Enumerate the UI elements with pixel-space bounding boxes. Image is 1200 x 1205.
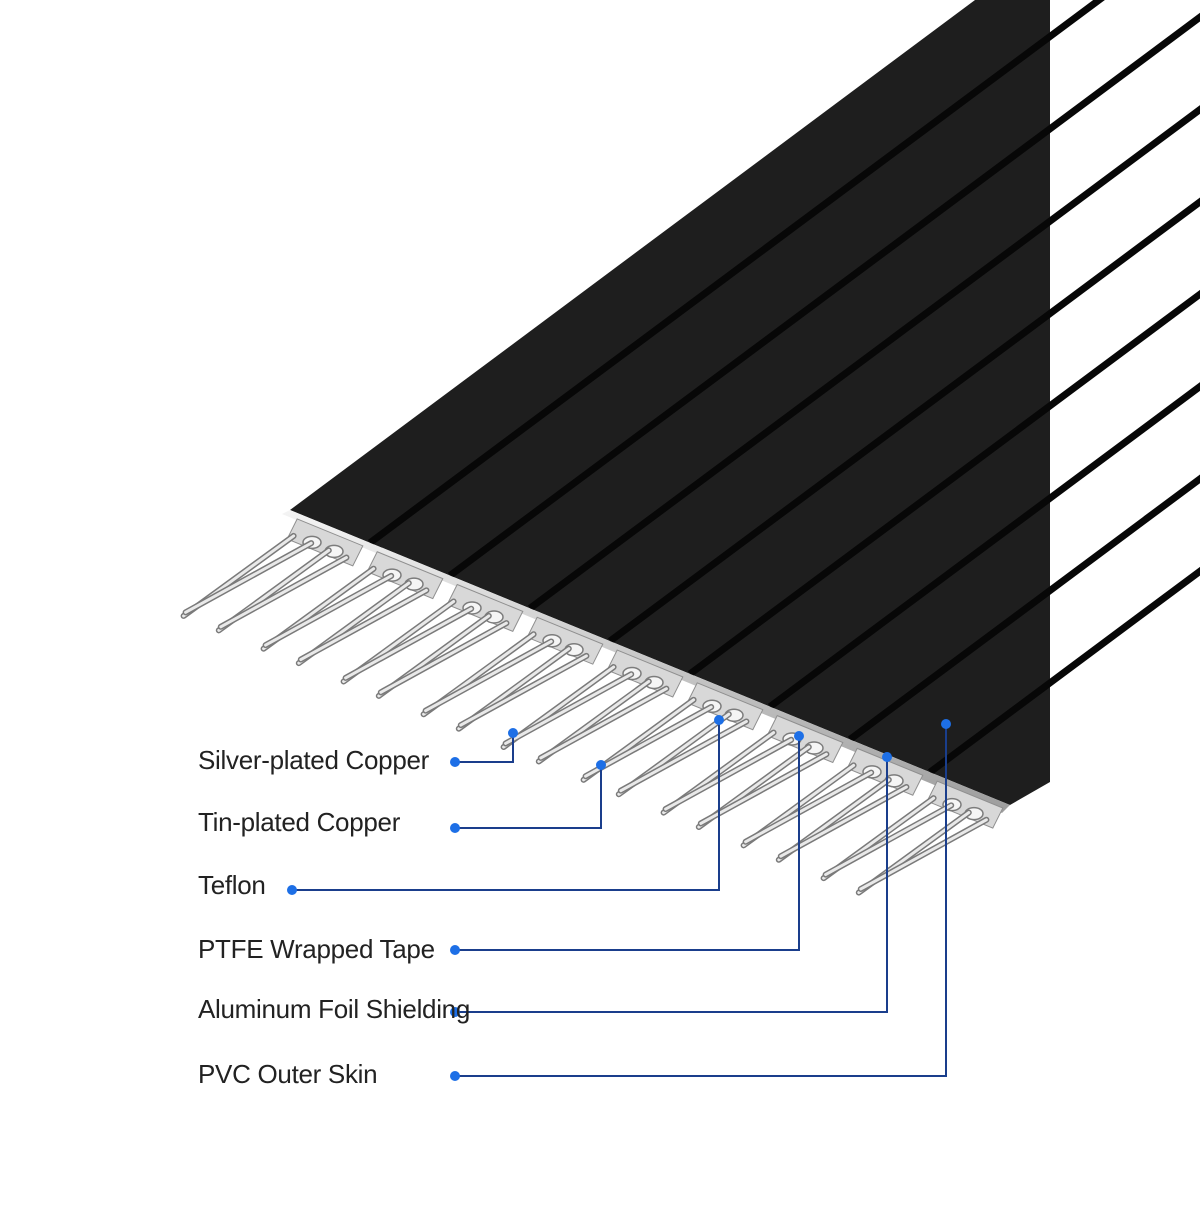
foil-segment bbox=[766, 714, 844, 764]
jacket-stripe bbox=[767, 382, 1200, 710]
leader-line bbox=[292, 720, 720, 891]
wire bbox=[459, 654, 588, 727]
wire bbox=[619, 719, 748, 793]
jacket-stripe bbox=[447, 12, 1200, 579]
leader-line bbox=[455, 724, 947, 1077]
leader-dot bbox=[882, 752, 892, 762]
wire bbox=[424, 639, 553, 713]
wire bbox=[504, 672, 633, 745]
label-silver-plated-copper: Silver-plated Copper bbox=[198, 745, 430, 775]
wire bbox=[264, 574, 393, 647]
jacket-stripe bbox=[687, 289, 1200, 677]
leader-dot bbox=[941, 719, 951, 729]
wire bbox=[299, 588, 428, 662]
wire bbox=[779, 785, 908, 858]
foil-segment bbox=[366, 551, 444, 600]
wire bbox=[584, 705, 713, 778]
label-aluminum-foil-shielding: Aluminum Foil Shielding bbox=[198, 994, 471, 1024]
leader-line bbox=[455, 736, 800, 951]
wire bbox=[344, 607, 473, 680]
label-tin-plated-copper: Tin-plated Copper bbox=[198, 807, 401, 837]
wire bbox=[699, 752, 828, 825]
leader-line bbox=[455, 757, 888, 1013]
foil-segment bbox=[846, 747, 924, 796]
wire bbox=[184, 541, 313, 614]
pvc-outer-skin bbox=[290, 0, 1050, 805]
label-ptfe-wrapped-tape: PTFE Wrapped Tape bbox=[198, 934, 435, 964]
foil-segment bbox=[526, 616, 604, 665]
jacket-stripe bbox=[927, 566, 1200, 776]
leader-dot bbox=[450, 1007, 460, 1017]
wire bbox=[219, 556, 348, 629]
leader-line bbox=[455, 733, 514, 763]
jacket-stripes bbox=[367, 0, 1200, 776]
foil-segment bbox=[686, 682, 764, 731]
foil-segment bbox=[606, 649, 684, 698]
wire bbox=[664, 738, 793, 811]
leader-dot bbox=[450, 823, 460, 833]
jacket-stripe bbox=[527, 105, 1200, 612]
foil-segment bbox=[446, 583, 524, 633]
wire bbox=[859, 818, 988, 891]
label-pvc-outer-skin: PVC Outer Skin bbox=[198, 1059, 378, 1089]
label-teflon: Teflon bbox=[198, 870, 266, 900]
aluminum-foil-edge bbox=[282, 510, 1010, 829]
leader-dot bbox=[508, 728, 518, 738]
wire bbox=[824, 803, 953, 877]
conductor-wires bbox=[180, 532, 990, 896]
jacket-stripe bbox=[367, 0, 1105, 546]
wire bbox=[379, 621, 508, 694]
wire bbox=[744, 771, 873, 844]
foil-segment bbox=[286, 518, 364, 567]
leader-dot bbox=[714, 715, 724, 725]
wire bbox=[539, 687, 668, 760]
leader-dot bbox=[596, 760, 606, 770]
jacket-stripe bbox=[607, 197, 1200, 644]
leader-line bbox=[455, 765, 602, 829]
leader-dot bbox=[450, 945, 460, 955]
leader-dot bbox=[450, 757, 460, 767]
jacket-stripe bbox=[847, 474, 1200, 743]
leader-dot bbox=[794, 731, 804, 741]
leader-dot bbox=[287, 885, 297, 895]
leader-dot bbox=[450, 1071, 460, 1081]
leader-lines bbox=[287, 715, 951, 1081]
